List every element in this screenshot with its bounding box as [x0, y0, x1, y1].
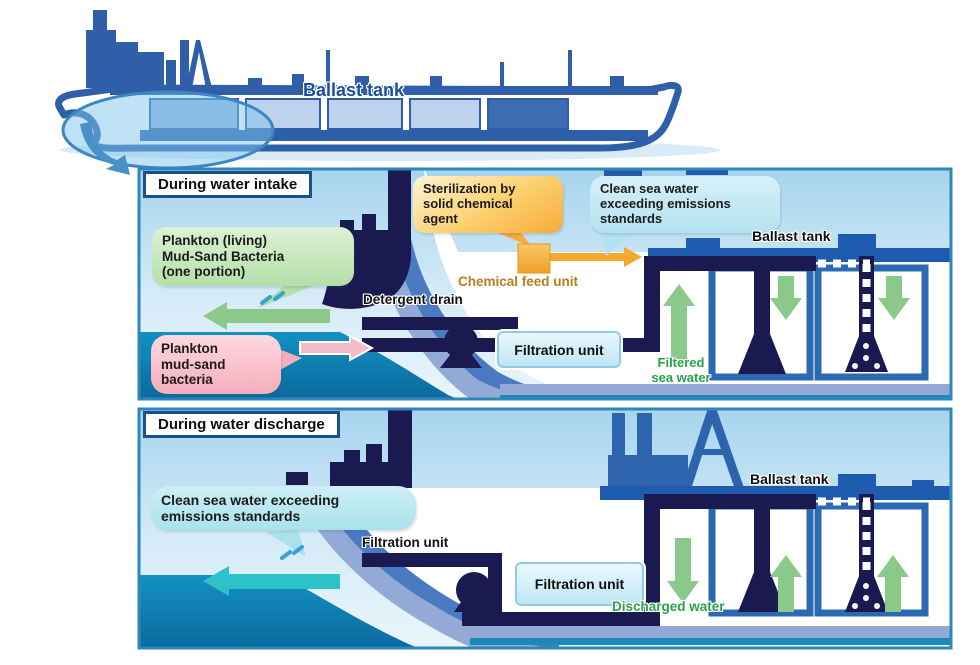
- intake-ballast-tank-label: Ballast tank: [752, 228, 831, 244]
- filtered-sea-water-label: Filtered sea water: [651, 355, 711, 385]
- intake-clean-bubble-tail: [602, 232, 630, 256]
- intake-filtration-unit-box: Filtration unit: [495, 329, 623, 370]
- intake-droplets: [260, 291, 285, 305]
- chemical-feed-unit-box: [517, 243, 551, 274]
- discharge-panel-border: [137, 407, 953, 650]
- intake-pipes: [362, 256, 888, 374]
- discharge-sea: [140, 575, 419, 648]
- plankton-living-bubble: Plankton (living) Mud-Sand Bacteria (one…: [152, 227, 354, 286]
- intake-dashed-pipe: [818, 259, 871, 336]
- sterilization-bubble: Sterilization by solid chemical agent: [413, 176, 563, 233]
- discharged-water-label: Discharged water: [612, 599, 725, 614]
- discharge-droplets: [280, 545, 304, 560]
- intake-clean-water-bubble: Clean sea water exceeding emissions stan…: [590, 176, 780, 233]
- intake-pump: [440, 325, 482, 368]
- plankton-bubble-tail: [276, 348, 302, 372]
- plankton-living-bubble-tail: [258, 284, 318, 308]
- discharge-dashed-trumpet-dots: [852, 583, 880, 609]
- discharge-green-arrows: [667, 538, 909, 612]
- ship-illustration: [55, 10, 720, 175]
- discharge-bottom-hull: [470, 626, 950, 638]
- ship-superstructure: [86, 10, 624, 88]
- chemical-feed-arrow: [549, 247, 642, 267]
- ship-lower-band: [140, 130, 648, 141]
- intake-bottom-sea-strip: [500, 395, 950, 399]
- intake-panel-header: During water intake: [143, 171, 313, 198]
- intake-top-hatch-1: [604, 169, 642, 177]
- ship-ballast-tank-label: Ballast tank: [303, 80, 405, 100]
- ship-deck-line: [110, 86, 658, 95]
- discharge-filtration-pipe-label: Filtration unit: [362, 535, 449, 550]
- chemical-feed-unit-label: Chemical feed unit: [458, 274, 579, 289]
- discharge-dashed-pipe: [818, 497, 871, 576]
- discharge-bottom-sea-strip: [470, 638, 950, 645]
- intake-bottom-hull: [500, 384, 950, 395]
- discharge-ballast-tank-label: Ballast tank: [750, 471, 829, 487]
- discharge-panel-graphics: [140, 409, 950, 648]
- discharge-panel-header: During water discharge: [143, 411, 340, 438]
- plankton-bubble: Plankton mud-sand bacteria: [151, 335, 281, 394]
- bow-highlight-ellipse: [61, 90, 275, 170]
- intake-panel-border: [137, 167, 953, 401]
- intake-swoosh-arrow: [80, 122, 130, 175]
- discharge-teal-arrow: [203, 566, 340, 596]
- discharge-pump: [454, 572, 496, 612]
- intake-top-hatch-2: [686, 169, 728, 175]
- intake-green-arrows: [203, 276, 910, 362]
- detergent-drain-label: Detergent drain: [363, 292, 463, 307]
- discharge-clean-water-bubble: Clean sea water exceeding emissions stan…: [151, 486, 416, 531]
- discharge-filtration-unit-box: Filtration unit: [513, 560, 646, 608]
- intake-pink-arrow: [299, 334, 375, 362]
- intake-dashed-trumpet-dots: [852, 343, 880, 369]
- intake-hull-band-medium: [390, 232, 571, 399]
- discharge-bow-silhouette: [286, 409, 412, 488]
